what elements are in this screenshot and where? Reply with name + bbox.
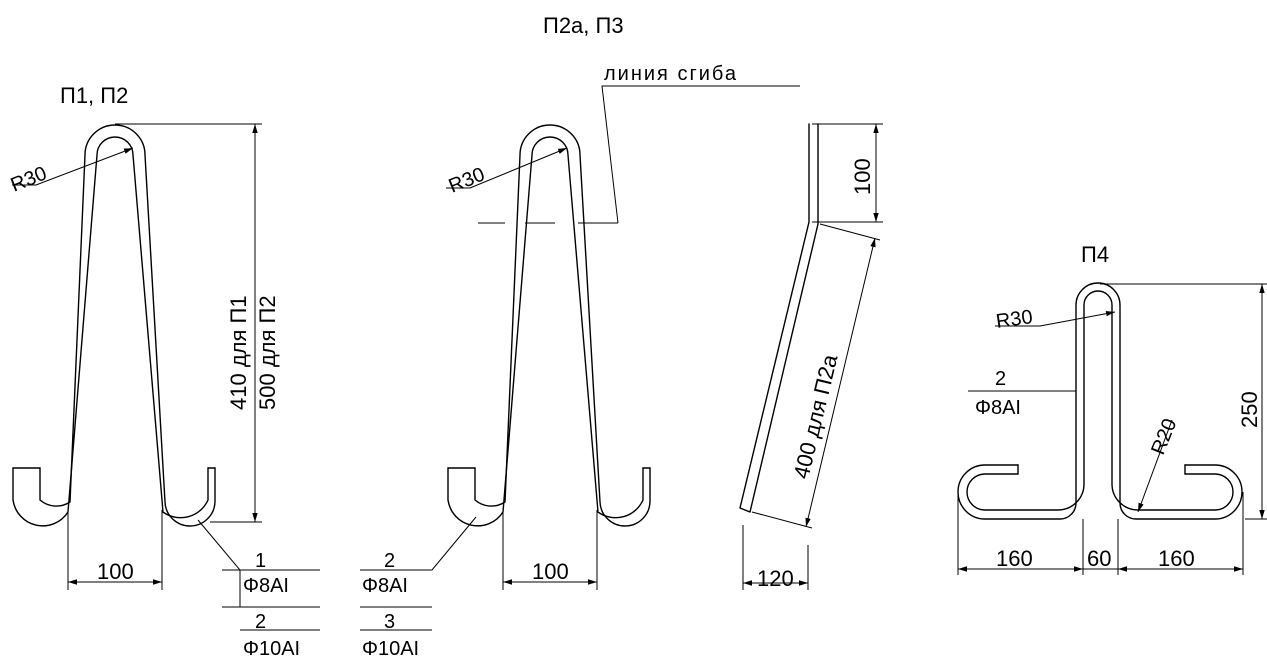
title-p2a-p3: П2а, П3 bbox=[543, 13, 624, 38]
p1-callout-leader bbox=[197, 519, 241, 607]
p1-callout-bar-1: Φ8AI bbox=[243, 575, 289, 597]
p1-callout-num-2: 2 bbox=[255, 611, 266, 633]
p1-bar-inner bbox=[12, 136, 209, 527]
p1-radius-label: R30 bbox=[8, 162, 50, 196]
p2-callout-bar-2: Φ10AI bbox=[362, 638, 419, 660]
bent-bar-profile bbox=[739, 123, 819, 513]
p2-radius-leader bbox=[446, 147, 568, 189]
p2-callout-bar-1: Φ8AI bbox=[362, 575, 408, 597]
bent-bottom-label: 120 bbox=[757, 566, 794, 591]
p2-callout-leader bbox=[360, 516, 477, 571]
bent-top-label: 100 bbox=[850, 158, 875, 195]
p2-width-label: 100 bbox=[532, 559, 569, 584]
bent-slant-ext-top bbox=[819, 223, 881, 241]
p2-callout-num-2: 3 bbox=[384, 611, 395, 633]
p4-callout-bar: Φ8AI bbox=[975, 397, 1021, 419]
p2-bar-outer bbox=[474, 124, 651, 527]
title-p1-p2: П1, П2 bbox=[60, 83, 128, 108]
p2-bend-label: линия сгиба bbox=[604, 63, 738, 85]
p1-width-label: 100 bbox=[97, 559, 134, 584]
p1-height-label-p2: 500 для П2 bbox=[255, 295, 280, 410]
p4-width-label-mid: 60 bbox=[1087, 546, 1111, 571]
bent-slant-dim-line bbox=[805, 237, 876, 528]
p4-bar-outer bbox=[957, 282, 1243, 520]
p1-radius-leader bbox=[12, 147, 134, 186]
title-p4: П4 bbox=[1081, 242, 1109, 267]
p1-bar-outer bbox=[39, 124, 216, 527]
bent-slant-label: 400 для П2а bbox=[789, 351, 843, 481]
figure-bent-side: 100 400 для П2а 120 bbox=[739, 123, 883, 591]
p4-callout-num: 2 bbox=[995, 368, 1006, 390]
p1-callout-bar-2: Φ10AI bbox=[243, 638, 300, 660]
p4-radius-bottom-leader bbox=[1137, 419, 1173, 513]
p4-width-label-right: 160 bbox=[1158, 546, 1195, 571]
p4-height-label: 250 bbox=[1237, 391, 1262, 428]
p4-bar-inner bbox=[966, 290, 1234, 511]
bent-slant-ext-bottom bbox=[751, 511, 813, 529]
figure-p2a-p3: линия сгиба R30 100 2 Φ8AI 3 Φ10AI bbox=[360, 63, 800, 660]
figure-p4: R30 R20 2 Φ8AI 250 160 60 160 bbox=[957, 282, 1267, 575]
p1-height-label-p1: 410 для П1 bbox=[226, 295, 251, 410]
p4-width-label-left: 160 bbox=[996, 546, 1033, 571]
p4-radius-top-label: R30 bbox=[995, 306, 1034, 333]
p1-callout-num-1: 1 bbox=[255, 550, 266, 572]
p4-radius-bottom-label: R20 bbox=[1147, 416, 1181, 458]
p2-radius-label: R30 bbox=[446, 163, 488, 197]
p2-bar-inner bbox=[447, 136, 644, 527]
p2-callout-num-1: 2 bbox=[384, 550, 395, 572]
p4-radius-top-leader bbox=[995, 310, 1116, 327]
p2-bend-leader bbox=[601, 85, 800, 224]
figure-p1-p2: R30 410 для П1 500 для П2 100 1 Φ8AI 2 Φ… bbox=[8, 123, 320, 660]
